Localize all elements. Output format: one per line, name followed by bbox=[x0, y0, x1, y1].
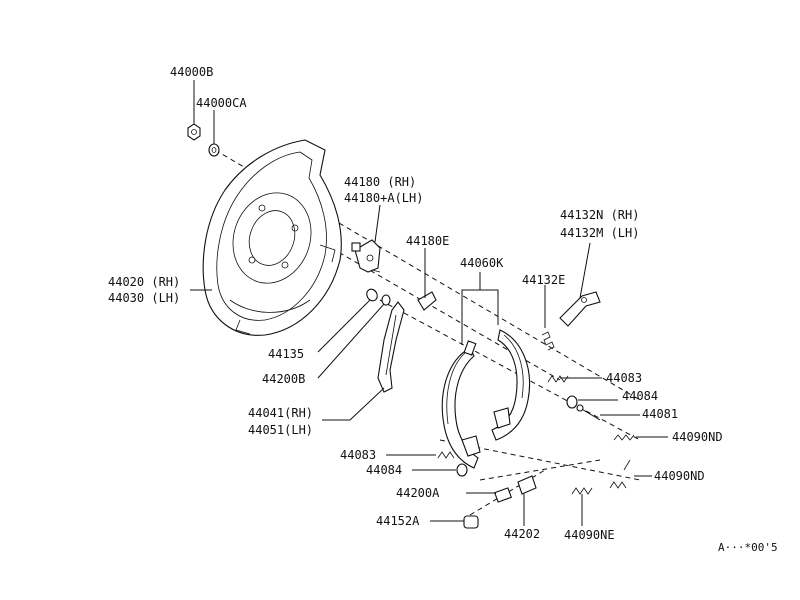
label-44084-upper: 44084 bbox=[622, 389, 658, 403]
cup-44084-lower bbox=[456, 463, 468, 477]
nut-44000B bbox=[187, 123, 201, 141]
label-44202: 44202 bbox=[504, 527, 540, 541]
washer-44135 bbox=[366, 288, 378, 302]
pin-44081 bbox=[576, 404, 601, 421]
part-labels: 44000B 44000CA 44180 (RH) 44180+A(LH) 44… bbox=[108, 65, 778, 554]
adjuster-44200A bbox=[494, 487, 512, 503]
spring-44083-lower bbox=[437, 451, 455, 459]
brake-shoe-right bbox=[491, 329, 531, 441]
label-44083-upper: 44083 bbox=[606, 371, 642, 385]
label-44132N: 44132N (RH) bbox=[560, 208, 639, 222]
label-44041: 44041(RH) bbox=[248, 406, 313, 420]
label-44083-lower: 44083 bbox=[340, 448, 376, 462]
spring-44083-upper bbox=[547, 375, 569, 383]
label-44020: 44020 (RH) bbox=[108, 275, 180, 289]
label-44030: 44030 (LH) bbox=[108, 291, 180, 305]
strut-44041 bbox=[377, 301, 405, 393]
label-44180-lh: 44180+A(LH) bbox=[344, 191, 423, 205]
diagram-reference-code: A···*00'5 bbox=[718, 541, 778, 554]
label-44132M: 44132M (LH) bbox=[560, 226, 639, 240]
spring-44090ND-lower bbox=[609, 459, 631, 489]
label-44180E: 44180E bbox=[406, 234, 449, 248]
lever-44180 bbox=[351, 239, 381, 273]
spring-44090NE bbox=[571, 487, 593, 495]
adjuster-screw-44202 bbox=[517, 475, 537, 495]
label-44200A: 44200A bbox=[396, 486, 440, 500]
brake-shoe-left bbox=[441, 340, 481, 469]
adjuster-lever-44132N bbox=[559, 291, 601, 327]
label-44135: 44135 bbox=[268, 347, 304, 361]
label-44090ND-upper: 44090ND bbox=[672, 430, 723, 444]
label-44000B: 44000B bbox=[170, 65, 213, 79]
label-44084-lower: 44084 bbox=[366, 463, 402, 477]
label-44000CA: 44000CA bbox=[196, 96, 247, 110]
label-44051: 44051(LH) bbox=[248, 423, 313, 437]
backing-plate bbox=[202, 139, 342, 336]
spring-44090ND-upper bbox=[613, 434, 635, 441]
plug-44152A bbox=[463, 515, 479, 529]
label-44090NE: 44090NE bbox=[564, 528, 615, 542]
leader-lines bbox=[190, 80, 668, 526]
spring-44132E bbox=[541, 331, 555, 351]
label-44060K: 44060K bbox=[460, 256, 504, 270]
label-44081: 44081 bbox=[642, 407, 678, 421]
label-44180-rh: 44180 (RH) bbox=[344, 175, 416, 189]
label-44152A: 44152A bbox=[376, 514, 420, 528]
ring-44200B bbox=[381, 294, 391, 306]
cup-44084-upper bbox=[566, 395, 578, 409]
label-44132E: 44132E bbox=[522, 273, 565, 287]
retainer-44180E bbox=[417, 291, 437, 311]
label-44090ND-lower: 44090ND bbox=[654, 469, 705, 483]
label-44200B: 44200B bbox=[262, 372, 305, 386]
washer-44000CA bbox=[208, 143, 220, 157]
